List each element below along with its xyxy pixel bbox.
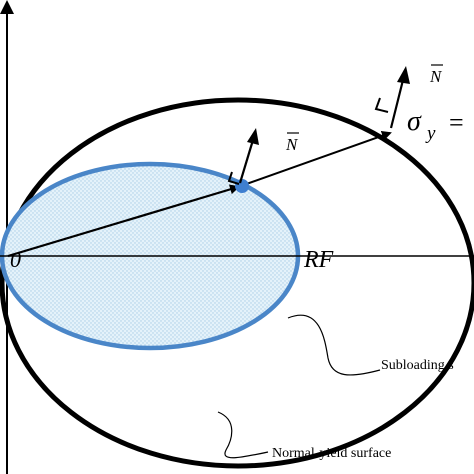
normal-vector-inner-arrowhead <box>247 128 259 145</box>
normal-yield-leader-line <box>217 411 269 459</box>
normal-vector-inner <box>238 139 255 184</box>
stress-vector-outer <box>237 130 392 188</box>
reference-point-label: RF <box>303 247 334 273</box>
subloading-surface-label: Subloading s <box>381 358 454 373</box>
normal-label-outer: N <box>429 67 443 86</box>
origin-label: 0 <box>10 247 21 272</box>
yield-stress-equals: = <box>449 108 464 137</box>
yield-stress-subscript: y <box>425 123 436 144</box>
normal-yield-surface-label: Normal-yield surface <box>272 446 391 461</box>
stress-vector-inner <box>7 184 240 258</box>
yield-stress-symbol: σ <box>407 106 422 137</box>
normal-vector-outer <box>389 79 405 129</box>
right-angle-mark-inner <box>227 171 240 185</box>
vertical-axis-arrowhead <box>0 0 14 14</box>
subloading-leader-line <box>287 314 381 376</box>
normal-yield-surface <box>0 97 474 469</box>
right-angle-mark-outer <box>374 97 389 113</box>
normal-vector-outer-arrowhead <box>397 66 410 84</box>
contact-point-marker <box>235 179 249 193</box>
normal-label-inner: N <box>285 135 299 154</box>
